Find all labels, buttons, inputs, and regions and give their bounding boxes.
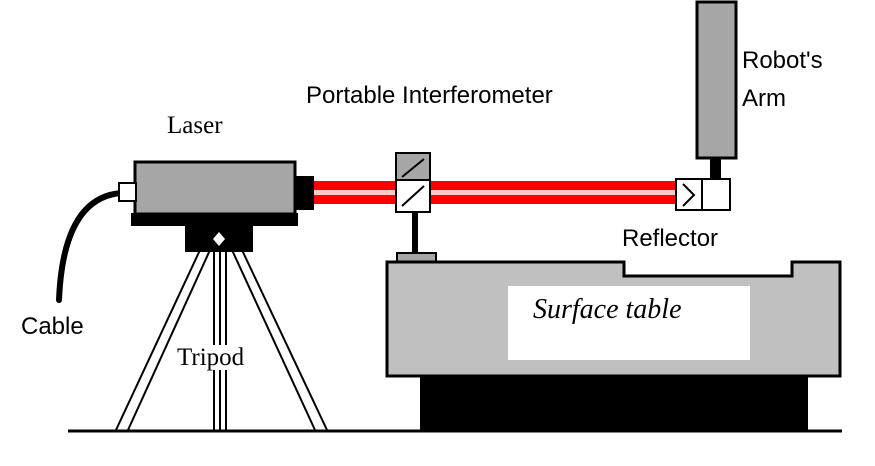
cable-label: Cable: [21, 313, 84, 340]
reflector: [675, 178, 731, 211]
robot-arm: [695, 0, 738, 181]
laser-unit: [118, 160, 314, 226]
reflector-label: Reflector: [622, 225, 719, 252]
robot-arm-label: Robot's Arm: [742, 42, 852, 118]
robot-arm-label-text: Robot's Arm: [742, 47, 823, 112]
tripod-label: Tripod: [176, 344, 246, 371]
laser-label: Laser: [167, 112, 223, 139]
tripod: [115, 226, 328, 431]
surface-table-label: Surface table: [533, 294, 682, 325]
cable: [56, 190, 124, 303]
interferometer-label: Portable Interferometer: [306, 82, 553, 109]
portable-interferometer: [395, 152, 437, 263]
surface-table: [385, 260, 842, 430]
laser-beams: [314, 181, 680, 204]
